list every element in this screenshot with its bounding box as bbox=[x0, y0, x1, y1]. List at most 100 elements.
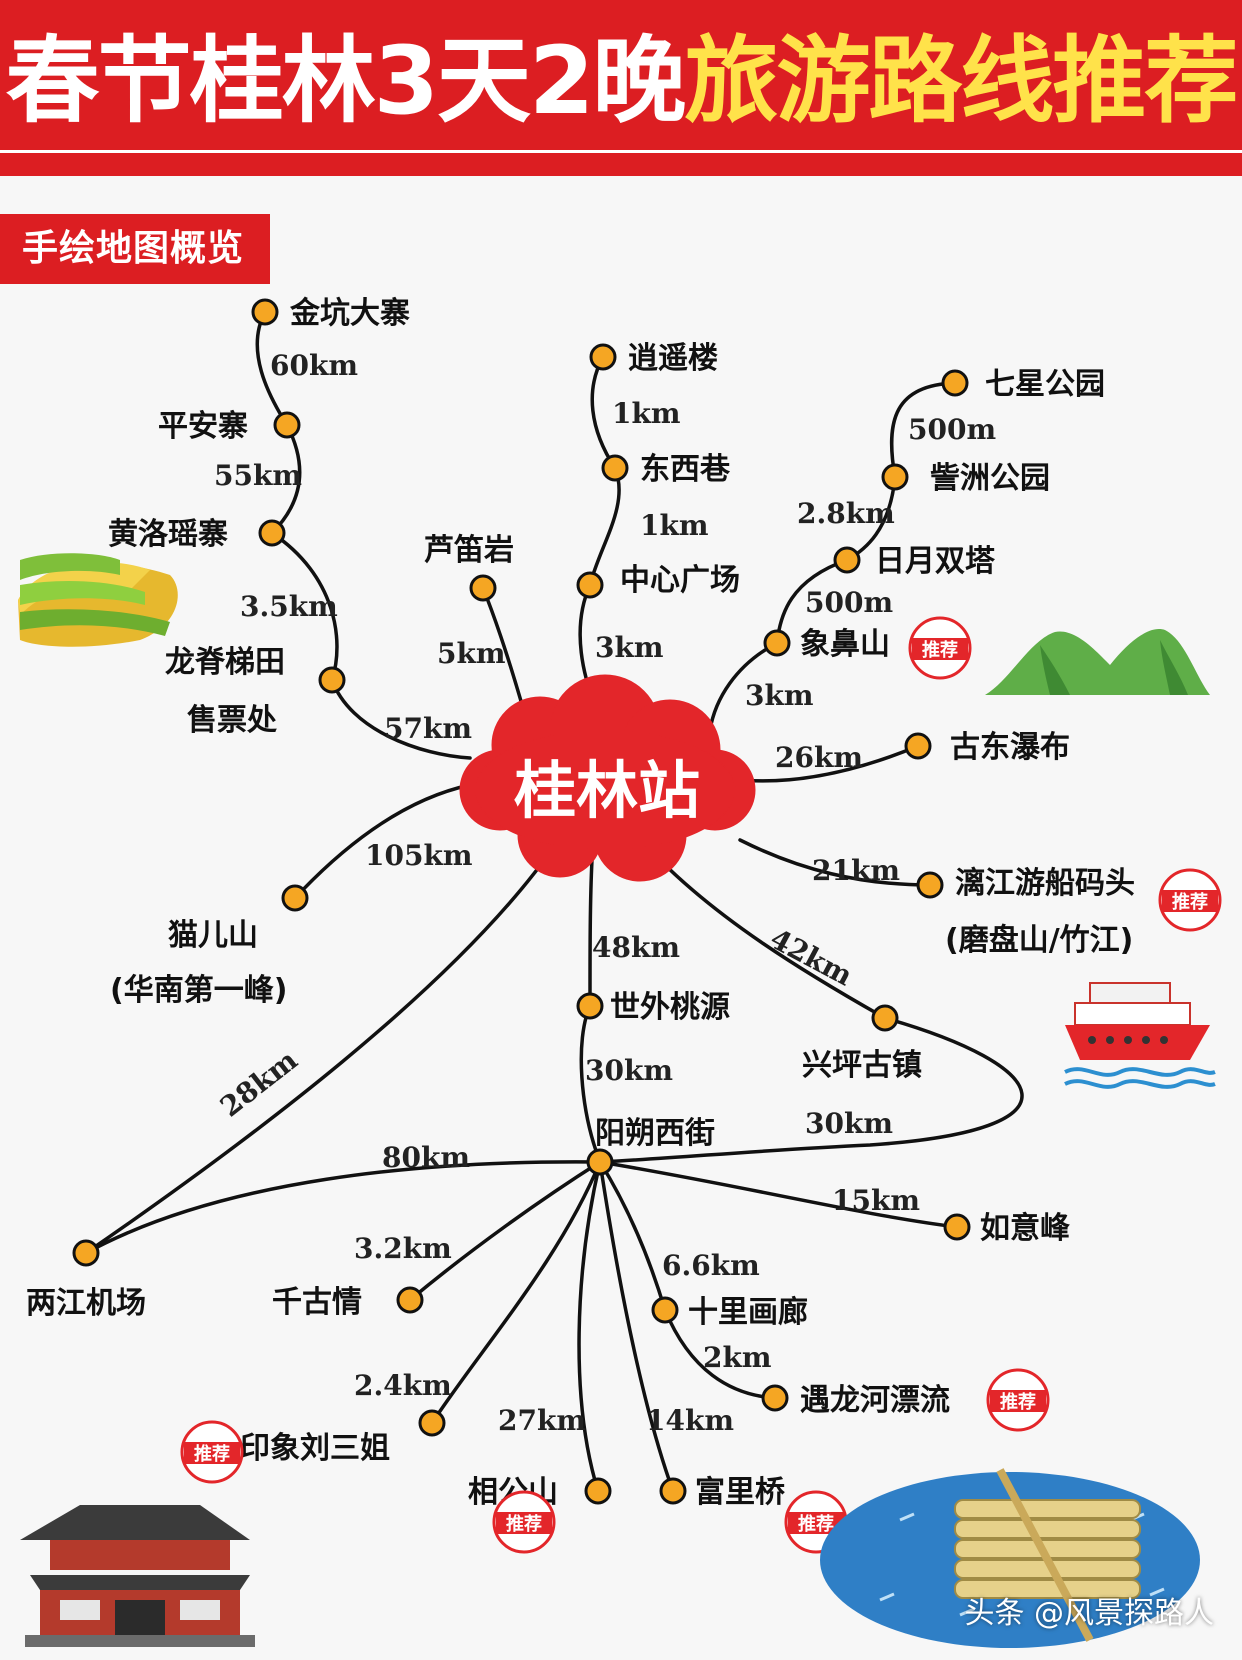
hub-cloud bbox=[459, 674, 756, 882]
node-fuli[interactable] bbox=[659, 1477, 687, 1505]
label-fuli: 富里桥 bbox=[695, 1475, 785, 1510]
label-longji-2: 售票处 bbox=[187, 703, 277, 738]
recommend-stamp-text: 推荐 bbox=[506, 1513, 542, 1535]
rice-terrace-icon bbox=[18, 553, 178, 647]
route-qianguqing bbox=[408, 1160, 602, 1302]
recommend-stamp-yulong: 推荐 bbox=[986, 1368, 1050, 1432]
dist-shiwai-yangshuo: 30km bbox=[585, 1054, 673, 1087]
label-maoer-1: 猫儿山 bbox=[168, 918, 258, 953]
distance-labels: 60km 55km 3.5km 57km 5km 1km 1km 3km 500… bbox=[214, 349, 996, 1437]
label-lijiang-1: 漓江游船码头 bbox=[955, 866, 1135, 901]
node-yinxiang[interactable] bbox=[418, 1409, 446, 1437]
node-riyue[interactable] bbox=[833, 546, 861, 574]
route-gudong-hub bbox=[738, 744, 920, 783]
recommend-stamp-text: 推荐 bbox=[1172, 891, 1208, 913]
route-dongxi-zhongxin bbox=[588, 466, 621, 587]
title-part1: 春节桂林3天2晚 bbox=[5, 27, 687, 136]
node-xianggong[interactable] bbox=[584, 1477, 612, 1505]
route-shiwai-yangshuo bbox=[579, 1004, 602, 1164]
dist-maoer-hub: 105km bbox=[365, 839, 472, 872]
dist-ludiyan-hub: 5km bbox=[437, 637, 506, 670]
route-maoer-hub bbox=[293, 783, 472, 900]
node-zhongxin[interactable] bbox=[576, 571, 604, 599]
node-ruyi[interactable] bbox=[943, 1213, 971, 1241]
dist-yinxiang: 2.4km bbox=[354, 1369, 452, 1402]
node-longji[interactable] bbox=[318, 666, 346, 694]
title-part2: 旅游路线推荐 bbox=[684, 27, 1238, 136]
route-xingping-yangshuo bbox=[598, 1016, 1024, 1164]
temple-icon bbox=[20, 1505, 255, 1647]
label-pingan: 平安寨 bbox=[158, 409, 248, 444]
label-shili: 十里画廊 bbox=[688, 1295, 808, 1330]
node-zizhou[interactable] bbox=[881, 463, 909, 491]
label-gudong: 古东瀑布 bbox=[950, 730, 1070, 765]
recommend-stamp-text: 推荐 bbox=[798, 1513, 834, 1535]
route-airport-hub bbox=[84, 853, 550, 1255]
recommend-stamp-text: 推荐 bbox=[922, 639, 958, 661]
route-lijiang-hub bbox=[738, 838, 932, 887]
node-jinkeng[interactable] bbox=[251, 298, 279, 326]
node-qixing[interactable] bbox=[941, 369, 969, 397]
label-yangshuo: 阳朔西街 bbox=[595, 1116, 715, 1151]
node-yangshuo[interactable] bbox=[586, 1148, 614, 1176]
label-lijiang-2: (磨盘山/竹江) bbox=[945, 923, 1133, 958]
node-xiangbi[interactable] bbox=[763, 629, 791, 657]
hub-label: 桂林站 bbox=[514, 754, 700, 827]
label-yulong: 遇龙河漂流 bbox=[800, 1383, 950, 1418]
dist-zizhou-riyue: 2.8km bbox=[797, 497, 895, 530]
node-maoer[interactable] bbox=[281, 884, 309, 912]
dist-fuli: 14km bbox=[646, 1404, 734, 1437]
dist-xingping-hub: 42km bbox=[765, 922, 858, 992]
route-fuli bbox=[598, 1160, 675, 1493]
header-banner: 春节桂林3天2晚旅游路线推荐 bbox=[0, 0, 1242, 176]
node-qianguqing[interactable] bbox=[396, 1286, 424, 1314]
label-airport: 两江机场 bbox=[26, 1286, 146, 1321]
label-qianguqing: 千古情 bbox=[272, 1285, 362, 1320]
node-lijiang[interactable] bbox=[916, 871, 944, 899]
node-pingan[interactable] bbox=[273, 411, 301, 439]
node-airport[interactable] bbox=[72, 1239, 100, 1267]
route-ruyi bbox=[598, 1160, 959, 1229]
node-shili[interactable] bbox=[651, 1296, 679, 1324]
node-gudong[interactable] bbox=[904, 732, 932, 760]
label-xingping: 兴坪古镇 bbox=[802, 1048, 922, 1083]
page-title: 春节桂林3天2晚旅游路线推荐 bbox=[0, 22, 1242, 142]
recommend-stamp-xiangbi: 推荐 bbox=[908, 616, 972, 680]
label-maoer-2: (华南第一峰) bbox=[110, 973, 287, 1008]
node-huangluo[interactable] bbox=[258, 519, 286, 547]
label-huangluo: 黄洛瑶寨 bbox=[108, 517, 228, 552]
label-zizhou: 訾洲公园 bbox=[930, 461, 1050, 496]
label-shiwai: 世外桃源 bbox=[610, 990, 730, 1025]
dist-xingping-yangshuo: 30km bbox=[805, 1107, 893, 1140]
dist-jinkeng-pingan: 60km bbox=[270, 349, 358, 382]
route-huangluo-longji bbox=[270, 531, 339, 682]
dist-airport-hub: 28km bbox=[214, 1043, 304, 1123]
watermark: 头条 @风景探路人 bbox=[964, 1596, 1214, 1631]
route-shili-yulong bbox=[663, 1308, 777, 1400]
recommend-stamp-text: 推荐 bbox=[194, 1443, 230, 1465]
dist-xiaoyao-dongxi: 1km bbox=[612, 397, 681, 430]
dist-gudong-hub: 26km bbox=[775, 741, 863, 774]
node-yulong[interactable] bbox=[761, 1384, 789, 1412]
route-longji-hub bbox=[330, 678, 472, 760]
node-xingping[interactable] bbox=[871, 1004, 899, 1032]
node-ludiyan[interactable] bbox=[469, 574, 497, 602]
label-ruyi: 如意峰 bbox=[980, 1211, 1070, 1246]
node-xiaoyao[interactable] bbox=[589, 343, 617, 371]
recommend-stamp-yinxiang: 推荐 bbox=[180, 1420, 244, 1484]
route-shiwai-hub bbox=[588, 858, 594, 1008]
dist-shiwai-hub: 48km bbox=[592, 931, 680, 964]
route-xiangbi-hub bbox=[708, 641, 779, 732]
node-shiwai[interactable] bbox=[576, 992, 604, 1020]
dist-longji-hub: 57km bbox=[384, 712, 472, 745]
bamboo-raft-icon bbox=[820, 1468, 1200, 1648]
dist-lijiang-hub: 21km bbox=[812, 854, 900, 887]
dist-xianggong: 27km bbox=[498, 1404, 586, 1437]
dist-ruyi: 15km bbox=[832, 1184, 920, 1217]
header-rule bbox=[0, 150, 1242, 153]
route-airport-yangshuo bbox=[84, 1160, 602, 1255]
label-zhongxin: 中心广场 bbox=[620, 563, 740, 598]
dist-dongxi-zhongxin: 1km bbox=[640, 509, 709, 542]
node-dongxi[interactable] bbox=[601, 454, 629, 482]
